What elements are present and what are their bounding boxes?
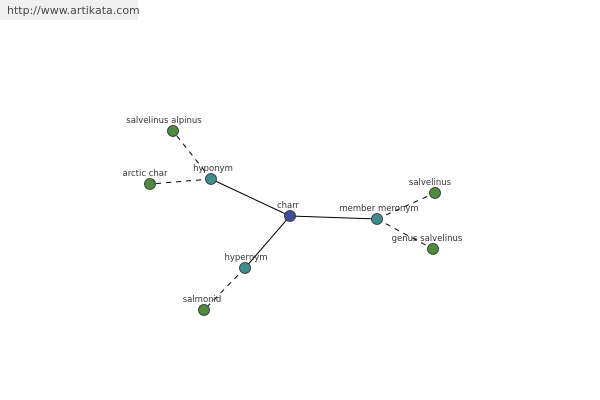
node-salmonid[interactable] xyxy=(198,304,210,316)
node-salvelinus-alpinus[interactable] xyxy=(167,125,179,137)
node-label-salmonid[interactable]: salmonid xyxy=(183,295,222,305)
node-charr[interactable] xyxy=(284,210,296,222)
node-arctic-char[interactable] xyxy=(144,178,156,190)
node-genus-salvelinus[interactable] xyxy=(427,243,439,255)
edges-layer xyxy=(149,130,436,311)
site-url-link[interactable]: http://www.artikata.com xyxy=(7,4,140,17)
node-label-hypernym[interactable]: hypernym xyxy=(224,253,267,263)
edge-member-meronym-to-genus-salvelinus xyxy=(376,218,434,250)
edge-hyponym-to-salvelinus-alpinus xyxy=(172,130,212,180)
edge-charr-to-member-meronym xyxy=(289,215,378,220)
node-member-meronym[interactable] xyxy=(371,213,383,225)
node-label-arctic-char[interactable]: arctic char xyxy=(122,169,168,179)
node-label-charr[interactable]: charr xyxy=(277,201,300,211)
node-hypernym[interactable] xyxy=(239,262,251,274)
edge-charr-to-hyponym xyxy=(210,178,291,217)
node-label-genus-salvelinus[interactable]: genus salvelinus xyxy=(392,234,463,244)
node-label-member-meronym[interactable]: member meronym xyxy=(339,204,418,214)
node-hyponym[interactable] xyxy=(205,173,217,185)
nodes-layer xyxy=(144,125,441,316)
edge-member-meronym-to-salvelinus xyxy=(376,192,436,220)
node-label-hyponym[interactable]: hyponym xyxy=(193,164,233,174)
node-salvelinus[interactable] xyxy=(429,187,441,199)
url-bar: http://www.artikata.com xyxy=(0,0,140,20)
edge-charr-to-hypernym xyxy=(244,215,291,269)
node-label-salvelinus[interactable]: salvelinus xyxy=(409,178,452,188)
node-label-salvelinus-alpinus[interactable]: salvelinus alpinus xyxy=(126,116,202,126)
labels-layer: charr hyponym hypernym member meronym salvel… xyxy=(122,116,462,305)
edge-hyponym-to-arctic-char xyxy=(149,178,212,185)
